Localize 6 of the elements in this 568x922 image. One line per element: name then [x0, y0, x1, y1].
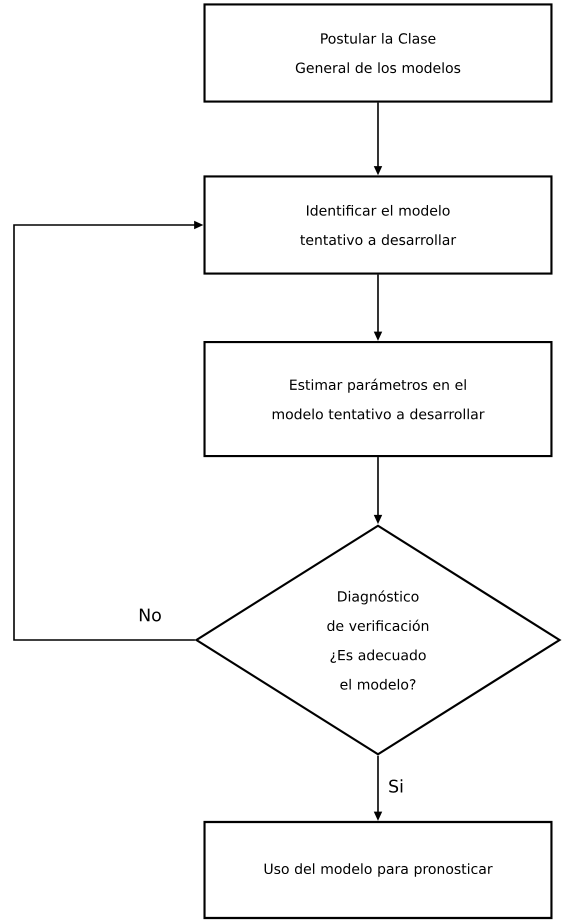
process-box: Uso del modelo para pronosticar — [203, 820, 553, 920]
process-box: Postular la Clase General de los modelos — [203, 3, 553, 103]
process-box: Estimar parámetros en el modelo tentativo a desarrollar — [203, 340, 553, 458]
process-box: Identificar el modelo tentativo a desarrollar — [203, 175, 553, 275]
edge-label: Si — [389, 779, 402, 793]
edge-label: No — [140, 608, 161, 622]
